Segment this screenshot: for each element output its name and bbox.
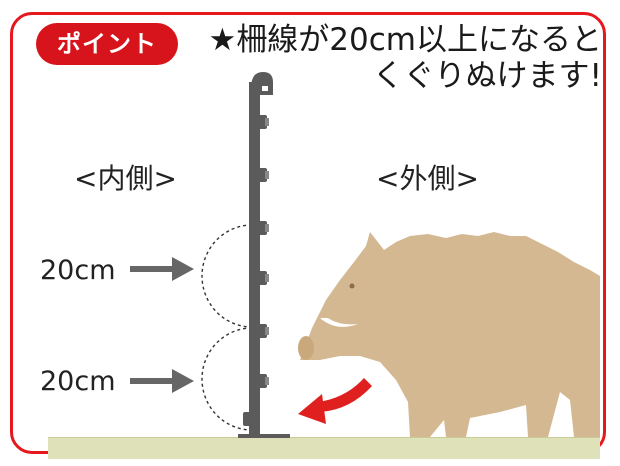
tip-line-1: ★柵線が20cm以上になると xyxy=(208,22,602,58)
motion-arrow xyxy=(298,378,372,424)
tip-line-2: くぐりぬけます! xyxy=(372,58,602,94)
gap-arc-lower xyxy=(201,327,253,431)
tip-text: ★柵線が20cm以上になると くぐりぬけます! xyxy=(162,22,602,94)
point-badge: ポイント xyxy=(36,23,178,65)
arrow-lower xyxy=(130,369,194,393)
gap-label-upper: 20cm xyxy=(40,255,116,286)
inside-label: <内側> xyxy=(74,162,177,195)
ground xyxy=(48,437,600,459)
boar-tusk xyxy=(320,318,358,327)
boar-eye xyxy=(349,283,355,289)
boar-snout xyxy=(298,336,314,360)
gap-label-lower: 20cm xyxy=(40,366,116,397)
outside-label: <外側> xyxy=(376,162,479,195)
gap-arc-upper xyxy=(201,224,253,328)
boar-silhouette xyxy=(300,232,600,437)
fence-post xyxy=(238,72,290,438)
insulators xyxy=(243,115,269,426)
arrow-upper xyxy=(130,257,194,281)
